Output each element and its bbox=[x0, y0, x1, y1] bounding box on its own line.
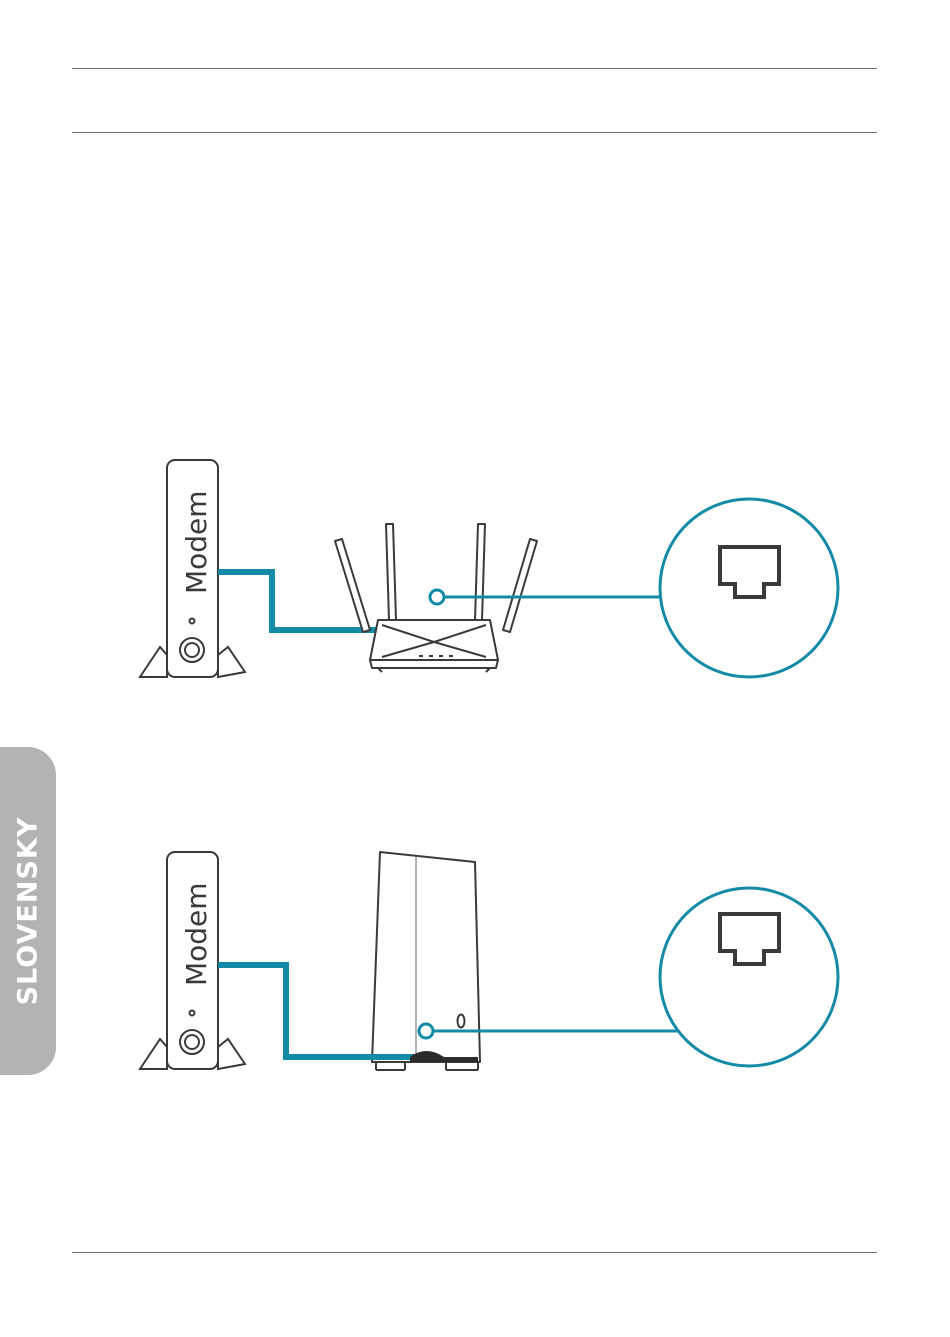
callout-dot bbox=[419, 1024, 433, 1038]
modem-label: Modem bbox=[180, 882, 213, 986]
